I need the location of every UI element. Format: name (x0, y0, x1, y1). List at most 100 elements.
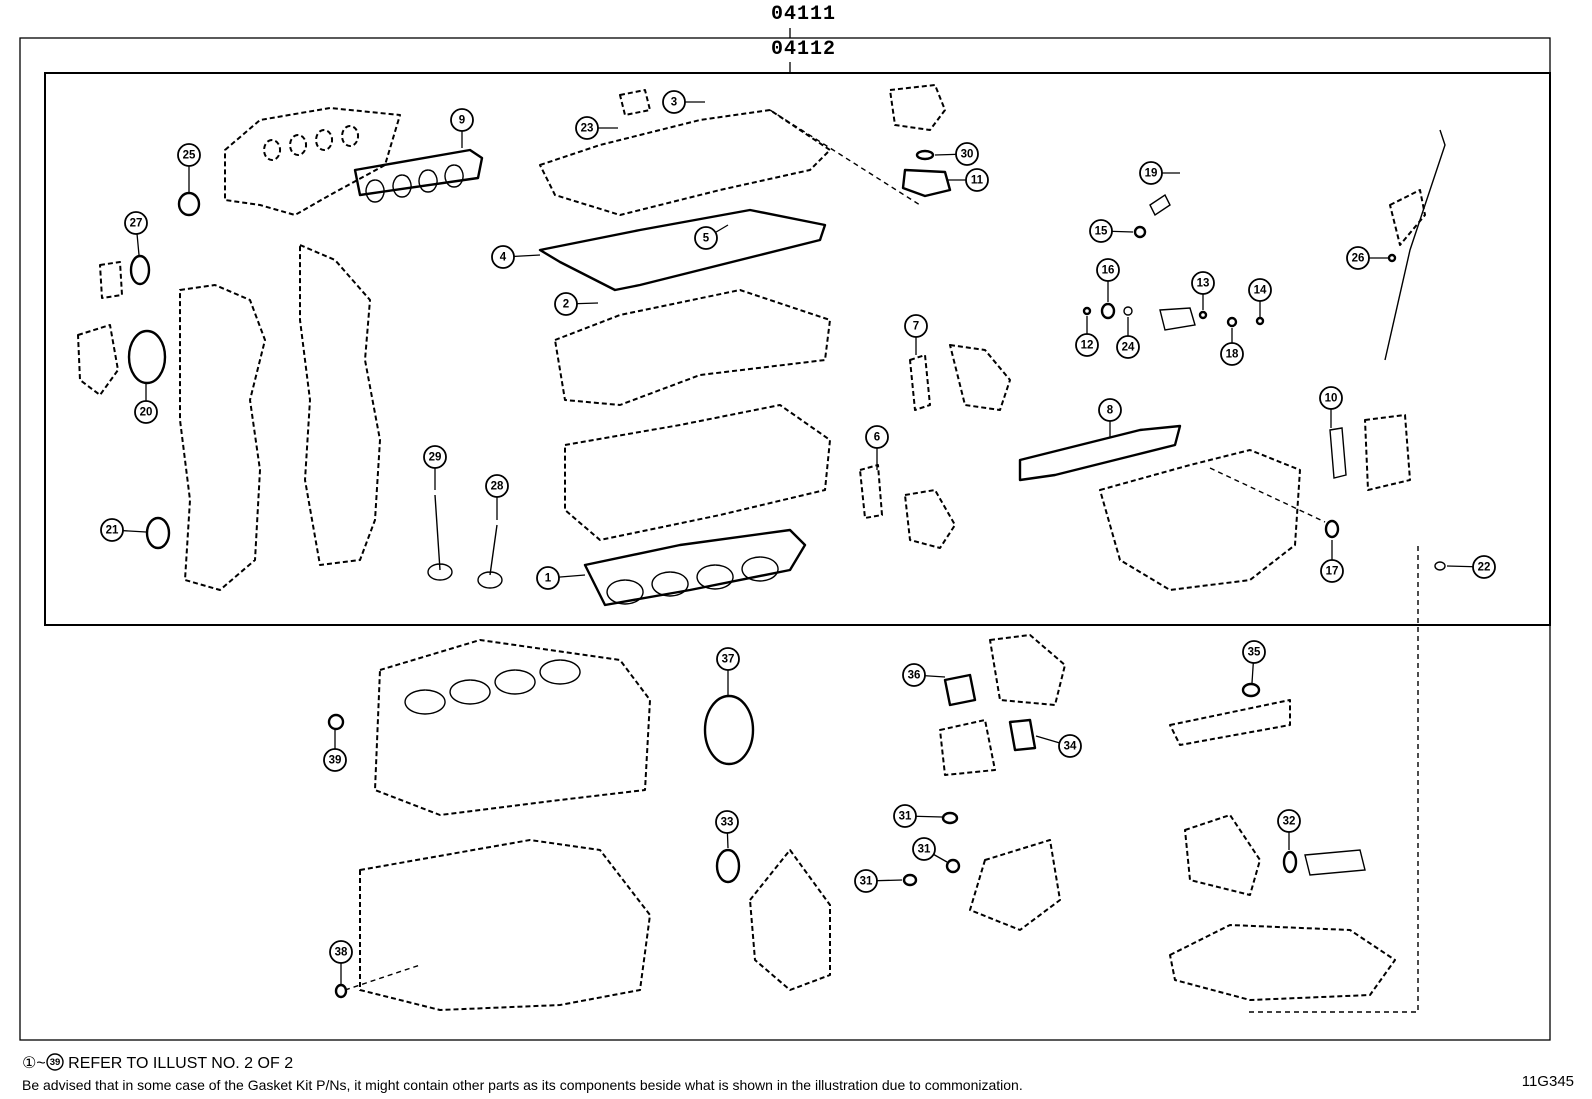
inner-kit-frame (44, 72, 1551, 626)
callout-number-7: 7 (913, 321, 919, 333)
callout-circle-25 (177, 143, 201, 167)
callout-number-14: 14 (1254, 285, 1267, 297)
o-ring-38 (334, 983, 348, 999)
water-inlet-7 (949, 344, 1011, 411)
callout-circle-11 (965, 168, 989, 192)
callout-circle-23 (575, 116, 599, 140)
callout-circle-27 (124, 211, 148, 235)
callout-number-9: 9 (459, 115, 465, 127)
gasket-31-b (945, 858, 961, 874)
callout-number-20: 20 (140, 407, 153, 419)
gasket-31-c (902, 873, 918, 887)
kit-inner-part-number: 04112 (771, 38, 837, 61)
callout-circle-30 (955, 142, 979, 166)
o-ring-16 (1100, 302, 1116, 320)
valve-29 (427, 494, 453, 581)
sensor-13 (1159, 307, 1196, 331)
callout-number-22: 22 (1478, 562, 1491, 574)
callout-number-3: 3 (671, 97, 677, 109)
callout-number-8: 8 (1107, 405, 1114, 417)
callout-circle-3 (662, 90, 686, 114)
head-gasket-1 (583, 528, 807, 607)
oil-pump-cover (749, 849, 831, 991)
callout-number-32: 32 (1283, 816, 1296, 828)
bracket-34 (939, 719, 996, 776)
callout-number-37: 37 (722, 654, 735, 666)
pipe-35 (1169, 699, 1291, 746)
callout-circle-8 (1098, 398, 1122, 422)
callout-number-29: 29 (429, 452, 442, 464)
callout-number-30: 30 (961, 149, 974, 161)
bracket-6 (859, 464, 883, 519)
callout-number-16: 16 (1102, 265, 1115, 277)
callout-number-17: 17 (1326, 566, 1339, 578)
o-ring-30 (915, 149, 935, 161)
kit-outer-part-number: 04111 (771, 3, 837, 26)
callout-circle-35 (1242, 640, 1266, 664)
camshaft-housing (554, 289, 831, 406)
callout-number-23: 23 (581, 123, 594, 135)
gasket-31-a (941, 811, 959, 825)
intake-gasket-8 (1018, 424, 1182, 482)
oil-pump-32 (1184, 814, 1261, 896)
callout-circle-22 (1472, 555, 1496, 579)
washer-24 (1123, 306, 1133, 316)
callout-number-5: 5 (703, 233, 710, 245)
crankcase (359, 839, 651, 1011)
callout-circle-19 (1139, 161, 1163, 185)
o-ring-26 (1387, 253, 1397, 263)
callout-number-36: 36 (908, 670, 921, 682)
crankcase-dash-leader (344, 964, 421, 991)
seal-33 (715, 848, 741, 884)
timing-cover-right (299, 244, 381, 566)
callout-circle-17 (1320, 559, 1344, 583)
callout-circle-20 (134, 400, 158, 424)
seal-25 (177, 191, 201, 217)
gasket-22 (1434, 561, 1446, 571)
callout-layer: 1234567891011121314151617181920212223242… (100, 90, 1496, 984)
gasket-34 (1008, 718, 1037, 752)
callout-number-35: 35 (1248, 647, 1261, 659)
seal-39 (327, 713, 345, 731)
oil-pan (1169, 924, 1396, 1001)
callout-number-31: 31 (899, 811, 912, 823)
callout-circle-24 (1116, 335, 1140, 359)
callout-number-26: 26 (1352, 253, 1365, 265)
refer-note-prefix: ①~ (22, 1055, 46, 1072)
callout-circle-12 (1075, 333, 1099, 357)
washer-15 (1133, 225, 1147, 239)
callout-circle-2 (554, 292, 578, 316)
intake-dash-leader (1209, 467, 1326, 523)
callout-circle-31 (893, 804, 917, 828)
gasket-20 (127, 329, 167, 385)
callout-circle-37 (716, 647, 740, 671)
callout-number-27: 27 (130, 218, 143, 230)
sensor-19 (1149, 193, 1171, 217)
callout-circle-31 (854, 869, 878, 893)
timing-cover-left (179, 284, 266, 591)
callout-circle-10 (1319, 386, 1343, 410)
callout-number-18: 18 (1226, 349, 1239, 361)
o-ring-27 (129, 254, 151, 286)
callout-circle-21 (100, 518, 124, 542)
callout-circle-15 (1089, 219, 1113, 243)
valve-28 (477, 524, 503, 589)
callout-number-12: 12 (1081, 340, 1094, 352)
callout-circle-33 (715, 810, 739, 834)
outer-kit-frame (19, 37, 1551, 1041)
head-gasket-1-bores (606, 556, 779, 605)
callout-number-31: 31 (860, 876, 873, 888)
range-end-number: 39 (49, 1057, 60, 1068)
head-cover-gasket-4 (538, 208, 827, 292)
gasket-36 (943, 673, 977, 707)
cylinder-block (374, 639, 651, 816)
o-ring-32 (1282, 850, 1298, 874)
cylinder-head-cover (539, 109, 831, 216)
callout-circle-5 (694, 226, 718, 250)
exhaust-manifold-outline (224, 107, 401, 216)
callout-number-19: 19 (1145, 168, 1158, 180)
intake-manifold (1099, 449, 1301, 591)
callout-circle-18 (1220, 342, 1244, 366)
gasket-11 (901, 168, 952, 198)
callout-circle-28 (485, 474, 509, 498)
